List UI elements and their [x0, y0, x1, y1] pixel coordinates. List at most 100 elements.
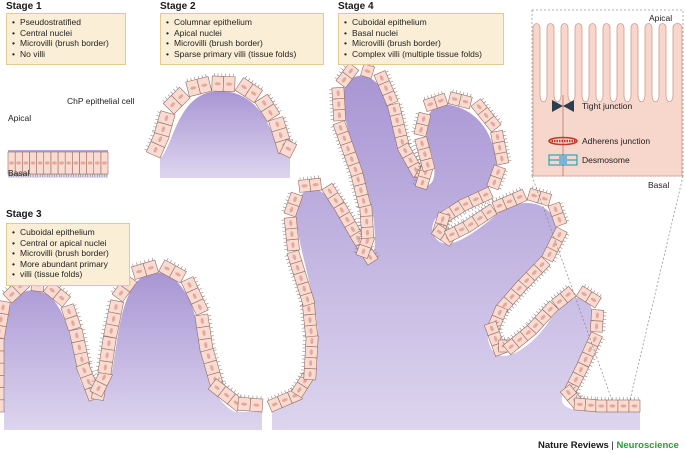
- epithelial-cell: [169, 263, 187, 284]
- epithelial-cell: [268, 116, 289, 133]
- tight-junction-label: Tight junction: [582, 101, 633, 111]
- epithelial-cell: [93, 151, 102, 177]
- epithelial-cell: [282, 227, 299, 241]
- epithelial-cell: [373, 70, 392, 86]
- epithelial-cell: [546, 236, 565, 253]
- epithelial-cell: [302, 334, 319, 348]
- epithelial-cell: [572, 361, 591, 378]
- epithelial-cell: [606, 397, 619, 413]
- stage3-feature: Central or apical nuclei: [12, 238, 124, 249]
- epithelial-cell: [285, 191, 303, 207]
- epithelial-cell: [351, 183, 369, 198]
- epithelial-cell: [79, 151, 87, 177]
- stage2-epithelium: [144, 73, 298, 159]
- epithelial-cell: [327, 192, 346, 209]
- stage4-title: Stage 4: [338, 1, 374, 12]
- stage2-feature: Columnar epithelium: [166, 17, 318, 28]
- epithelial-cell: [413, 111, 432, 127]
- stage1-cell-label: ChP epithelial cell: [67, 96, 135, 106]
- epithelial-cell: [43, 151, 52, 177]
- epithelial-cell: [105, 299, 124, 315]
- stage1-basal-label: Basal: [8, 168, 30, 178]
- epithelial-cell: [283, 238, 300, 252]
- epithelial-cell: [170, 86, 191, 107]
- stage4-feature: Basal nuclei: [344, 28, 498, 39]
- epithelial-cell: [158, 258, 177, 278]
- epithelial-cell: [617, 397, 630, 413]
- stage4-feature: Cuboidal epithelium: [344, 17, 498, 28]
- epithelial-cell: [595, 397, 608, 413]
- epithelial-cell: [447, 89, 462, 107]
- epithelial-cell: [486, 174, 505, 191]
- epithelial-cell: [185, 76, 201, 98]
- credit-separator: |: [611, 440, 614, 451]
- epithelial-cell: [203, 359, 223, 376]
- epithelial-cell: [490, 164, 508, 180]
- epithelial-cell: [480, 202, 498, 221]
- epithelial-cell: [585, 290, 602, 309]
- epithelial-cell: [300, 313, 317, 327]
- stage3-feature-continued: villi (tissue folds): [20, 269, 83, 279]
- epithelial-cell: [50, 151, 59, 177]
- stage1-feature: No villi: [12, 49, 120, 60]
- stage1-feature: Microvilli (brush border): [12, 38, 120, 49]
- epithelial-cell: [0, 387, 5, 401]
- epithelial-cell: [377, 80, 396, 96]
- epithelial-cell: [492, 140, 510, 155]
- epithelial-cell: [222, 73, 236, 93]
- stage3-title: Stage 3: [6, 209, 42, 220]
- epithelial-cell: [353, 243, 372, 260]
- epithelial-cell: [412, 136, 430, 151]
- junction-inset: [531, 9, 684, 401]
- epithelial-cell: [567, 371, 586, 388]
- epithelial-cell: [589, 320, 606, 333]
- stage4-features-box: Cuboidal epithelium Basal nuclei Microvi…: [338, 13, 504, 65]
- stage2-feature: Apical nuclei: [166, 28, 318, 39]
- epithelial-cell: [584, 395, 598, 412]
- epithelial-cell: [36, 151, 45, 177]
- stage2-features-box: Columnar epithelium Apical nuclei Microv…: [160, 13, 324, 65]
- stage4-tissue: [266, 61, 641, 430]
- stage3-feature: More abundant primary: [12, 259, 124, 270]
- epithelial-cell: [234, 76, 254, 97]
- epithelial-cell: [298, 176, 312, 193]
- epithelial-cell: [422, 94, 438, 113]
- epithelial-cell: [103, 311, 122, 327]
- epithelial-cell: [217, 385, 236, 405]
- inset-apical-label: Apical: [649, 13, 673, 23]
- epithelial-cell: [412, 175, 431, 191]
- epithelial-cell: [501, 191, 518, 210]
- journal-credit: Nature Reviews | Neuroscience: [538, 440, 679, 451]
- desmosome-icon: [548, 154, 578, 166]
- epithelial-cell: [98, 335, 117, 351]
- epithelial-cell: [266, 394, 283, 413]
- stage2-tissue: [144, 73, 298, 178]
- epithelial-cell: [100, 151, 109, 177]
- epithelial-cell: [559, 285, 577, 304]
- stage2-feature: Sparse primary villi (tissue folds): [166, 49, 318, 60]
- stage1-title: Stage 1: [6, 1, 42, 12]
- journal-subname: Neuroscience: [616, 440, 679, 451]
- desmosome-label: Desmosome: [582, 155, 630, 165]
- epithelial-cell: [101, 323, 120, 339]
- epithelial-cell: [0, 324, 7, 340]
- epithelial-cell: [301, 356, 318, 370]
- epithelial-cell: [281, 216, 298, 230]
- epithelial-cell: [249, 395, 264, 413]
- epithelial-cell: [458, 91, 473, 110]
- epithelial-cell: [590, 309, 607, 322]
- epithelial-cell: [301, 324, 318, 338]
- epithelial-cell: [71, 339, 90, 356]
- epithelial-cell: [330, 109, 347, 122]
- epithelial-cell: [29, 151, 37, 177]
- epithelial-cell: [341, 151, 360, 167]
- stage1-apical-label: Apical: [8, 113, 32, 123]
- epithelial-cell: [470, 98, 489, 116]
- epithelial-cell: [341, 62, 360, 80]
- epithelial-cell: [302, 345, 318, 359]
- stage3-features-box: Cuboidal epithelium Central or apical nu…: [6, 223, 130, 286]
- epithelial-cell: [86, 151, 95, 177]
- epithelial-cell: [526, 316, 545, 335]
- epithelial-cell: [581, 341, 600, 358]
